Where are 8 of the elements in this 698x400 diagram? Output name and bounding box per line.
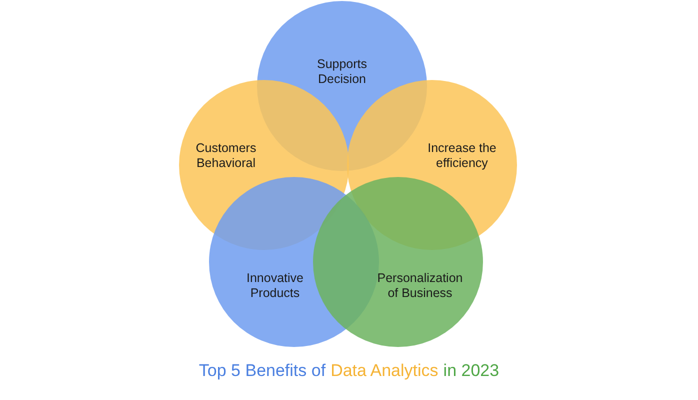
circle-label: Supports Decision [316,57,368,87]
circle-label: Innovative Products [246,271,304,301]
circle-label: Personalization of Business [376,271,464,301]
circle-label: Customers Behavioral [194,141,258,171]
circle-label: Increase the efficiency [426,141,498,171]
title-text: in 2023 [443,360,500,382]
title-text: Top 5 Benefits of [198,360,326,382]
title-text: Data Analytics [330,360,438,382]
